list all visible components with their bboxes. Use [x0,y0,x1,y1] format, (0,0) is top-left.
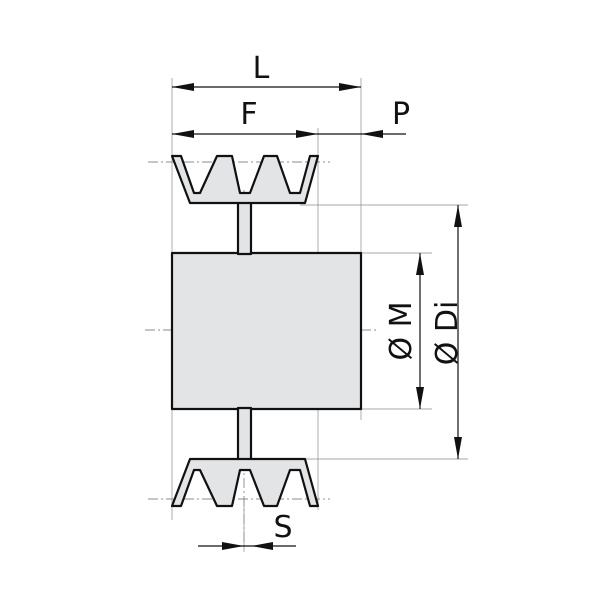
label-L: L [253,51,270,86]
label-F: F [240,97,257,132]
hub [170,251,363,411]
arrowhead-F-right [296,130,318,138]
arrowhead-P [361,130,383,138]
arrowhead-Di-top [454,205,462,227]
rim-bottom [170,457,320,508]
arrowhead-M-top [416,253,424,275]
rim-top [170,154,320,205]
label-M: Ø M [384,301,419,360]
web-top [236,198,253,256]
arrowhead-L-right [339,83,361,91]
label-S: S [273,510,292,545]
web-bottom [236,406,253,464]
arrowhead-S-left [222,542,244,550]
arrowhead-M-bottom [416,387,424,409]
label-Di: Ø Di [430,301,465,366]
label-P: P [392,97,410,132]
arrowhead-L-left [172,83,194,91]
arrowhead-F-left [172,130,194,138]
arrowhead-S-right [251,542,273,550]
arrowhead-Di-bottom [454,437,462,459]
